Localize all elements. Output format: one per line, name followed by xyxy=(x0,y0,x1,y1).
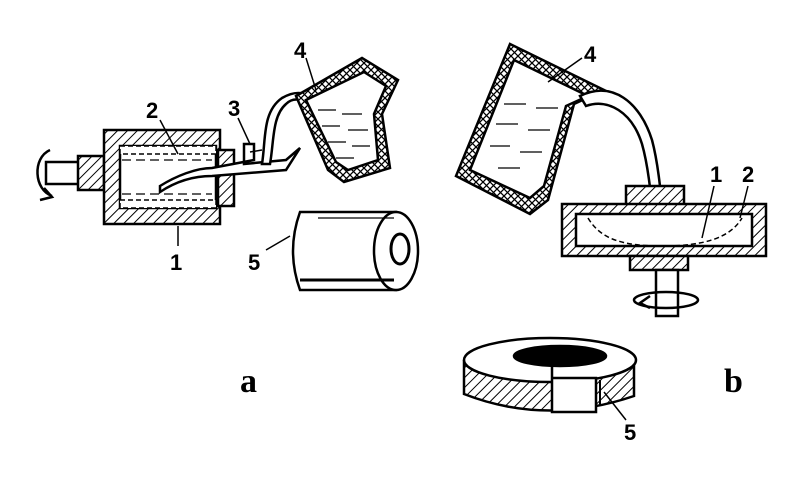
pouring-trough xyxy=(158,142,302,195)
leader-lines-b xyxy=(547,57,749,421)
label-2-b: 2 xyxy=(742,162,754,187)
tube-casting xyxy=(291,210,420,292)
leader-lines-a xyxy=(159,57,317,251)
vertical-mold xyxy=(560,184,768,318)
panel-caption-a: a xyxy=(240,363,257,400)
label-4-a: 4 xyxy=(294,38,307,63)
label-4-b: 4 xyxy=(584,42,597,67)
rotation-arrow-icon xyxy=(632,290,700,310)
label-1-b: 1 xyxy=(710,162,722,187)
ladle-a xyxy=(294,56,400,184)
panel-b: 4 1 2 5 b xyxy=(454,42,768,445)
panel-caption-b: b xyxy=(724,363,743,400)
panel-a: 2 3 4 1 5 a xyxy=(36,38,420,400)
label-5-a: 5 xyxy=(248,250,260,275)
label-2-a: 2 xyxy=(146,98,158,123)
ladle-b xyxy=(454,42,607,216)
label-1-a: 1 xyxy=(170,250,182,275)
label-5-b: 5 xyxy=(624,420,636,445)
label-3-a: 3 xyxy=(228,96,240,121)
rotation-arrow-icon xyxy=(36,148,55,202)
horizontal-mold xyxy=(102,128,236,226)
ring-casting xyxy=(462,336,638,414)
spindle-shaft xyxy=(44,154,106,192)
